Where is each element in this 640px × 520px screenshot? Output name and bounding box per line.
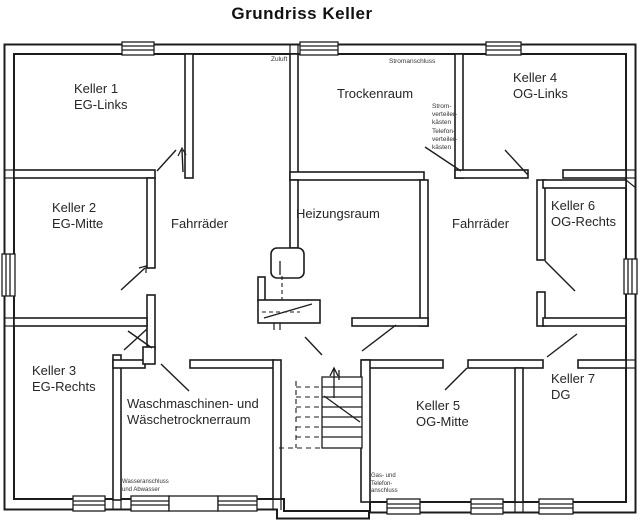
wall-keller6-left-upper	[536, 179, 546, 261]
door-keller2	[120, 267, 146, 291]
door-corridor	[127, 330, 153, 349]
door-landing	[304, 336, 323, 356]
door-waschraum	[160, 363, 190, 392]
wall-waschraum-right	[272, 359, 282, 500]
annotation-stromanschluss: Stromanschluss	[389, 58, 436, 65]
window-opening-bottom	[168, 495, 219, 512]
door-heizung	[361, 324, 397, 352]
wall-keller6-bottom	[542, 317, 627, 327]
wall-keller5-top-left	[361, 359, 444, 369]
window-top-keller4	[485, 41, 522, 56]
wall-keller2-right-upper	[146, 177, 156, 269]
wall-heizung-bottom	[351, 317, 429, 327]
stairs-dashed-upper-flight	[279, 381, 322, 449]
wall-keller1-right	[184, 53, 194, 179]
window-bottom-keller5-2	[470, 498, 504, 515]
wall-keller6-left-lower	[536, 291, 546, 327]
door-keller4	[504, 149, 529, 176]
wall-keller4-bottom-right	[562, 169, 627, 179]
window-right-keller6	[623, 258, 638, 295]
wall-waschraum-top-left	[112, 359, 146, 369]
boiler-platform	[257, 299, 321, 324]
wall-heizung-right	[419, 179, 429, 327]
window-top-trockenraum	[299, 41, 339, 56]
door-swings	[120, 146, 578, 392]
heating-equipment	[257, 247, 321, 330]
window-bottom-keller3	[72, 495, 106, 512]
wall-trockenraum-left	[289, 53, 299, 181]
page-title: Grundriss Keller	[231, 4, 373, 23]
door-keller7	[546, 333, 578, 358]
room-label-trockenraum: Trockenraum	[337, 86, 414, 101]
staircase	[279, 366, 363, 449]
wall-keller2-right-lower	[146, 294, 156, 350]
wall-heizung-left-lower	[257, 276, 266, 302]
annotation-stromverteiler: Strom-verteiler-kästen	[432, 103, 458, 126]
window-top-keller1	[121, 41, 155, 56]
wall-trockenraum-bottom	[289, 171, 425, 181]
wall-keller3-right	[112, 354, 122, 501]
wall-keller5-top-right	[467, 359, 544, 369]
window-bottom-keller5-1	[386, 498, 421, 515]
wall-keller7-top	[577, 359, 627, 369]
window-bottom-waschraum-2	[217, 495, 258, 512]
wall-keller4-bottom-left	[454, 169, 529, 179]
window-bottom-waschraum-1	[130, 495, 170, 512]
door-trockenraum	[424, 146, 462, 172]
room-label-fahrraeder-rechts: Fahrräder	[452, 216, 510, 231]
chimney	[270, 247, 305, 279]
door-keller1	[156, 149, 177, 172]
room-label-heizungsraum: Heizungsraum	[296, 206, 380, 221]
wall-waschraum-top-right	[189, 359, 275, 369]
annotation-zuluft: Zuluft	[271, 56, 288, 63]
wall-keller5-keller7	[514, 367, 524, 503]
room-label-fahrraeder-links: Fahrräder	[171, 216, 229, 231]
door-keller6	[544, 260, 576, 292]
wall-keller2-keller3	[13, 317, 148, 327]
wall-pillar	[142, 346, 156, 365]
annotation-telefonverteiler: Telefon-verteiler-kästen	[432, 128, 458, 151]
wall-junction-marks	[4, 44, 637, 513]
door-keller5	[444, 367, 468, 391]
window-bottom-keller7	[538, 498, 574, 515]
wall-keller6-top	[542, 179, 627, 189]
interior-walls	[13, 53, 627, 503]
door-keller3-nook	[123, 328, 148, 351]
stair-direction-line	[323, 395, 361, 423]
exterior-wall	[3, 43, 637, 520]
wall-keller1-bottom	[13, 169, 156, 179]
windows	[1, 41, 638, 515]
window-left-keller2	[1, 253, 16, 297]
